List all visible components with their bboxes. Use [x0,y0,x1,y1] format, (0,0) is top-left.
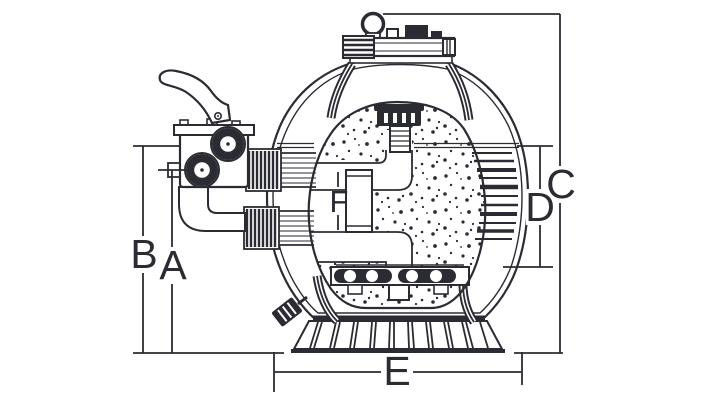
dimension-label-d: D [525,184,555,230]
dimension-lines [133,13,563,392]
valve-elbow-pipe [178,186,246,232]
base-skirt [291,315,505,353]
diffuser-knob [374,104,424,153]
dimension-label-c: C [546,161,576,207]
lower-union [243,206,314,250]
dimension-labels: B A C D E F [130,161,575,394]
pressure-gauge-port [386,28,399,39]
lid-assembly [342,11,456,64]
lid-end-cap [442,38,456,56]
window-outline [307,100,487,310]
multiport-valve [158,69,316,250]
lid-threaded-cap [342,35,375,59]
valve-port-lower [184,152,220,188]
dimension-label-e: E [383,348,410,394]
lateral-assembly [330,264,470,301]
sight-glass-knob [405,25,428,38]
valve-handle [158,69,232,125]
dimension-label-backgrounds [129,166,575,390]
dimension-label-a: A [159,242,187,288]
tank-seam-lines [277,142,519,149]
dimension-label-b: B [130,231,157,277]
valve-port-upper [210,126,246,162]
cutaway-window [277,100,519,310]
dimension-label-f: F [330,184,349,219]
drain-plug [272,295,308,327]
internal-standpipe [345,169,373,233]
lid-ring-handle [360,11,386,37]
